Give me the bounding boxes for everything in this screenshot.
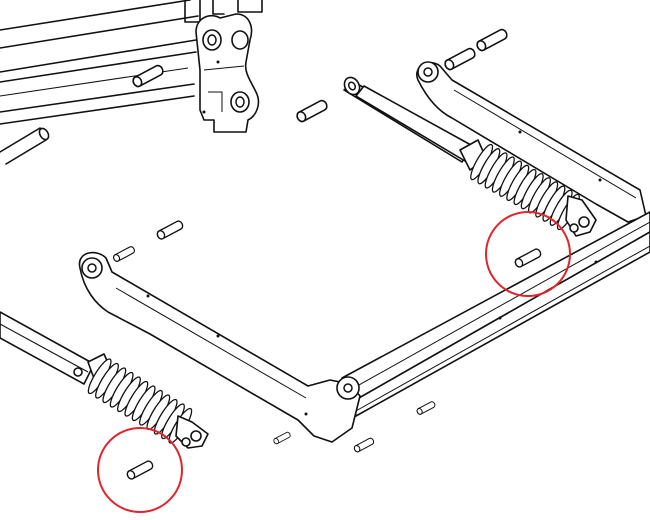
highlight-circle-left (97, 427, 183, 513)
pin-part (352, 436, 376, 454)
pin-part (155, 219, 185, 241)
pin-part (474, 27, 510, 53)
right-shock-absorber (343, 76, 597, 237)
left-shock-absorber (0, 311, 209, 449)
pin-part (111, 245, 137, 263)
loose-pins (0, 27, 510, 454)
pin-part (442, 46, 478, 72)
pin-part (130, 63, 166, 89)
right-swing-arm (416, 61, 647, 223)
mounting-bracket (195, 13, 260, 133)
cross-frame (341, 211, 650, 417)
pin-part (415, 400, 437, 416)
pin-part (272, 431, 292, 445)
callout-pin-left (125, 459, 155, 481)
callout-pin-right (513, 247, 543, 269)
frame-rails (0, 0, 263, 125)
left-swing-arm (78, 251, 361, 443)
pin-part (294, 98, 330, 124)
highlight-circle-right (485, 211, 571, 297)
